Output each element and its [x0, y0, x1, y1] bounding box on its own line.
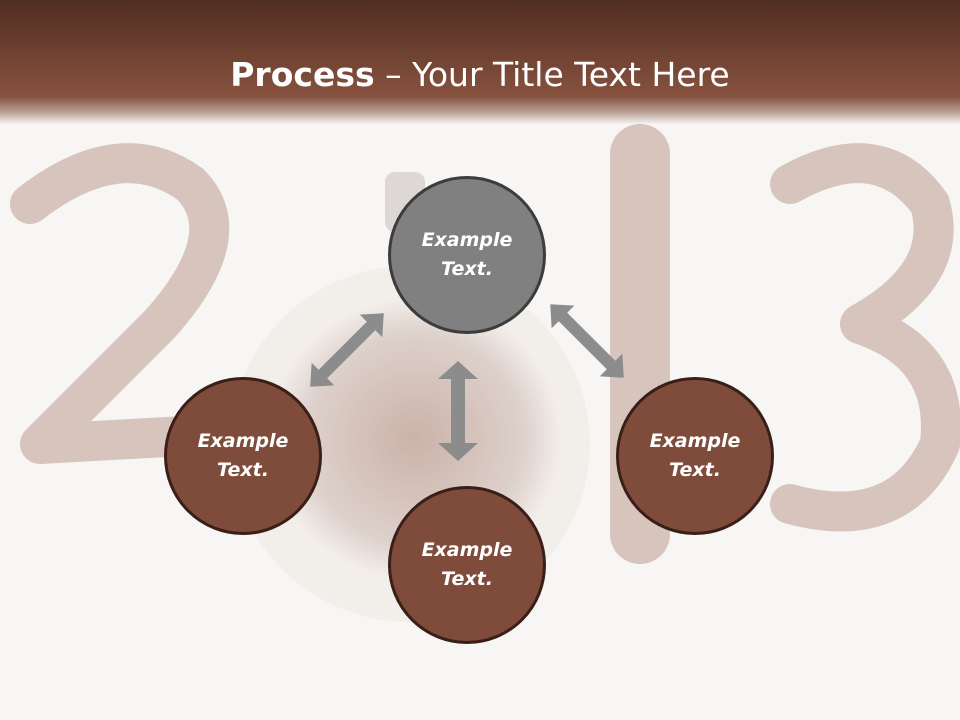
title-bold: Process — [230, 55, 375, 94]
node-right: Example Text. — [616, 377, 774, 535]
node-bottom-label: Example Text. — [421, 539, 513, 590]
node-bottom: Example Text. — [388, 486, 546, 644]
arrow-top-right — [550, 304, 624, 378]
arrow-vertical — [438, 361, 478, 461]
arrow-top-left — [310, 313, 384, 387]
node-right-label: Example Text. — [649, 430, 741, 481]
bean-digit-2 — [10, 143, 240, 464]
title-banner — [0, 0, 960, 124]
node-left-label: Example Text. — [197, 430, 289, 481]
node-left: Example Text. — [164, 377, 322, 535]
bean-digit-3 — [770, 143, 960, 532]
node-top: Example Text. — [388, 176, 546, 334]
title-rest: – Your Title Text Here — [374, 55, 730, 94]
node-top-label: Example Text. — [421, 229, 513, 280]
slide-title: Process – Your Title Text Here — [0, 52, 960, 98]
